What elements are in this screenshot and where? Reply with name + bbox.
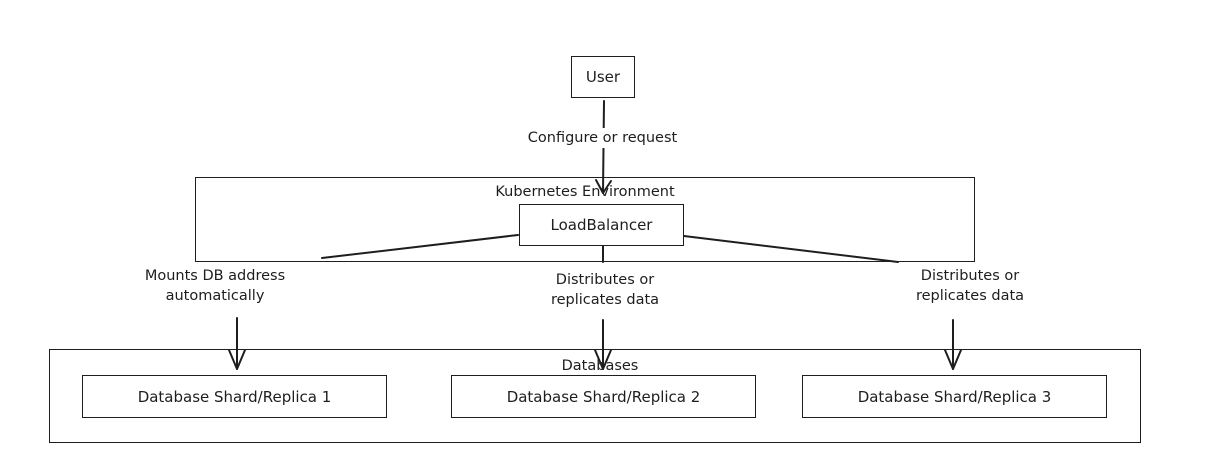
database-shard-2-node: Database Shard/Replica 2 — [451, 375, 756, 418]
loadbalancer-node: LoadBalancer — [519, 204, 684, 246]
edge-label-line-1: Mounts DB address — [144, 268, 286, 284]
loadbalancer-to-shard-2-arrowhead — [594, 349, 612, 370]
loadbalancer-to-shard-3-arrowhead — [944, 349, 962, 370]
edge-label-distributes-right: Distributes or replicates data — [870, 266, 1070, 306]
loadbalancer-to-shard-3-line — [683, 235, 954, 370]
kubernetes-environment-group — [195, 177, 975, 262]
loadbalancer-to-shard-1-line — [236, 234, 519, 370]
user-node: User — [571, 56, 635, 98]
user-to-loadbalancer-arrowhead — [595, 179, 612, 194]
edge-label-mounts-db-address: Mounts DB address automatically — [100, 266, 330, 306]
database-shard-1-node: Database Shard/Replica 1 — [82, 375, 387, 418]
database-shard-3-node: Database Shard/Replica 3 — [802, 375, 1107, 418]
edge-label-distributes-center: Distributes or replicates data — [505, 270, 705, 310]
databases-label: Databases — [561, 358, 639, 374]
edge-label-line-2: replicates data — [915, 288, 1025, 304]
edge-label-line-2: replicates data — [550, 292, 660, 308]
edge-label-line-1: Distributes or — [555, 272, 655, 288]
edge-label-line-2: automatically — [165, 288, 265, 304]
edge-label-configure-or-request: Configure or request — [480, 128, 725, 148]
loadbalancer-to-shard-1-arrowhead — [228, 349, 246, 370]
kubernetes-environment-label: Kubernetes Environment — [495, 184, 675, 200]
edge-label-line-1: Distributes or — [920, 268, 1020, 284]
